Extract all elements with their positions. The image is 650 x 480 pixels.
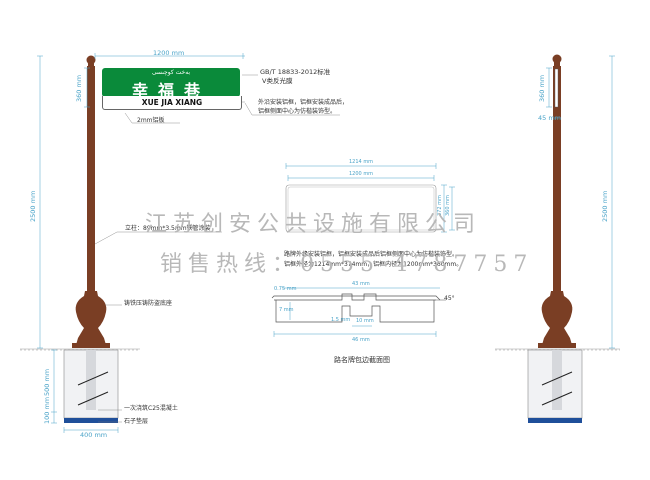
sign-pinyin-strip: XUE JIA XIANG [102, 96, 242, 110]
dim-1200-top: 1200 mm [153, 49, 185, 57]
dim-7: 7 mm [279, 307, 294, 313]
watermark-phone: 销售热线：0555-4787757 [160, 252, 534, 277]
dim-400: 400 mm [80, 431, 108, 439]
dim-1214: 1214 mm [349, 159, 374, 165]
dim-45-right: 45 mm [538, 114, 562, 122]
annotation-plate: 2mm铝板 [137, 117, 165, 124]
dim-2500-left: 2500 mm [29, 190, 37, 222]
dim-46: 46 mm [352, 337, 370, 343]
annotation-outer-2: 铝框侧面中心为仿楷装饰型。 [258, 108, 337, 115]
dim-2500-right: 2500 mm [601, 190, 609, 222]
right-post [495, 54, 620, 423]
dim-360-left: 360 mm [75, 74, 83, 102]
sign-green-panel: بەخت كوچىسى 幸福巷 [102, 68, 240, 100]
left-dimensions [37, 53, 245, 433]
annotation-film: V类反光膜 [262, 77, 293, 85]
left-post [20, 55, 140, 423]
section-title: 路名牌包边截面图 [334, 356, 390, 364]
sign-chinese-text: 幸福巷 [131, 81, 210, 100]
dim-075: 0.75 mm [274, 286, 297, 292]
dim-45-angle: 45° [444, 295, 455, 302]
dim-43: 43 mm [352, 281, 370, 287]
dim-360-right: 360 mm [538, 74, 546, 102]
annotation-mid-1: 路牌外缘安装铝框，铝框安装成品后铝框侧面中心为仿楷装饰型。 [284, 251, 459, 258]
annotation-mid-2: 铝框外径为1214mm*374mm，铝框内径为1200mm*360mm。 [284, 261, 463, 268]
left-leaders [94, 74, 340, 423]
sign-pinyin-text: XUE JIA XIANG [141, 98, 203, 107]
section-profile [271, 287, 446, 337]
sign-uyghur-text: بەخت كوچىسى [151, 69, 191, 76]
watermark-company: 江苏创安公共设施有限公司 [145, 212, 482, 237]
annotation-pole: 立柱：89mm*3.5mm铁管涂装 [125, 225, 211, 232]
dim-500-left: 500 mm [43, 368, 51, 396]
annotation-standard: GB/T 18833-2012标准 [260, 68, 331, 76]
dim-10: 10 mm [356, 318, 374, 324]
annotation-gravel: 石子垫层 [124, 418, 149, 425]
annotation-concrete: 一次浇筑C25混凝土 [124, 405, 178, 412]
right-dimensions [546, 55, 615, 349]
dim-100-left: 100 mm [43, 396, 51, 424]
street-sign: بەخت كوچىسى 幸福巷 XUE JIA XIANG [102, 68, 242, 110]
annotation-base: 铸铁压铸防盗底座 [124, 300, 173, 307]
annotation-outer-1: 外沿安装铝框，铝框安装成品后， [258, 99, 349, 106]
dim-15: 1.5 mm [331, 317, 351, 323]
dim-1200-mid: 1200 mm [349, 171, 374, 177]
frame-outline [285, 163, 455, 233]
